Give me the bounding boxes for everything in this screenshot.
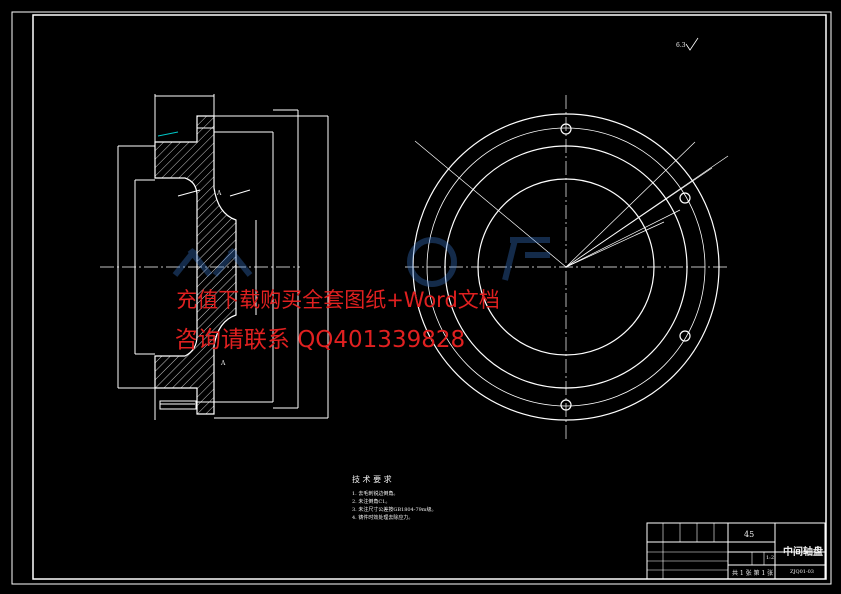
bolt-hole-top xyxy=(196,115,215,129)
plan-view xyxy=(405,95,730,440)
section-label-bottom: A xyxy=(221,360,226,367)
watermark-logo xyxy=(172,237,550,287)
title-material: 45 xyxy=(744,530,755,539)
bolt-hole-2 xyxy=(679,192,691,204)
tech-req-item-3: 3. 未注尺寸公差按GB1804-79m级。 xyxy=(352,507,437,513)
title-scale: 1:2 xyxy=(766,555,775,561)
tech-req-item-1: 1. 去毛刺锐边倒角。 xyxy=(352,491,399,497)
title-sheet: 共 1 张 第 1 张 xyxy=(732,570,774,577)
outer-border xyxy=(11,11,832,585)
tech-req-item-4: 4. 铸件时效处理去除应力。 xyxy=(352,515,414,521)
tech-req-title: 技 术 要 求 xyxy=(352,475,392,484)
title-drawing-no: ZJQ01-03 xyxy=(790,569,814,575)
title-part-name: 中间轴盘 xyxy=(783,547,823,558)
roughness-mark xyxy=(685,37,699,51)
section-view xyxy=(100,94,329,420)
bolt-hole-bottom xyxy=(196,401,215,415)
bolt-hole-3 xyxy=(679,330,691,342)
section-label-top: A xyxy=(217,190,222,197)
title-block xyxy=(646,522,826,580)
roughness-value: 6.3 xyxy=(676,42,686,49)
tech-req-item-2: 2. 未注倒角C1。 xyxy=(352,499,391,505)
inner-border xyxy=(32,14,827,580)
